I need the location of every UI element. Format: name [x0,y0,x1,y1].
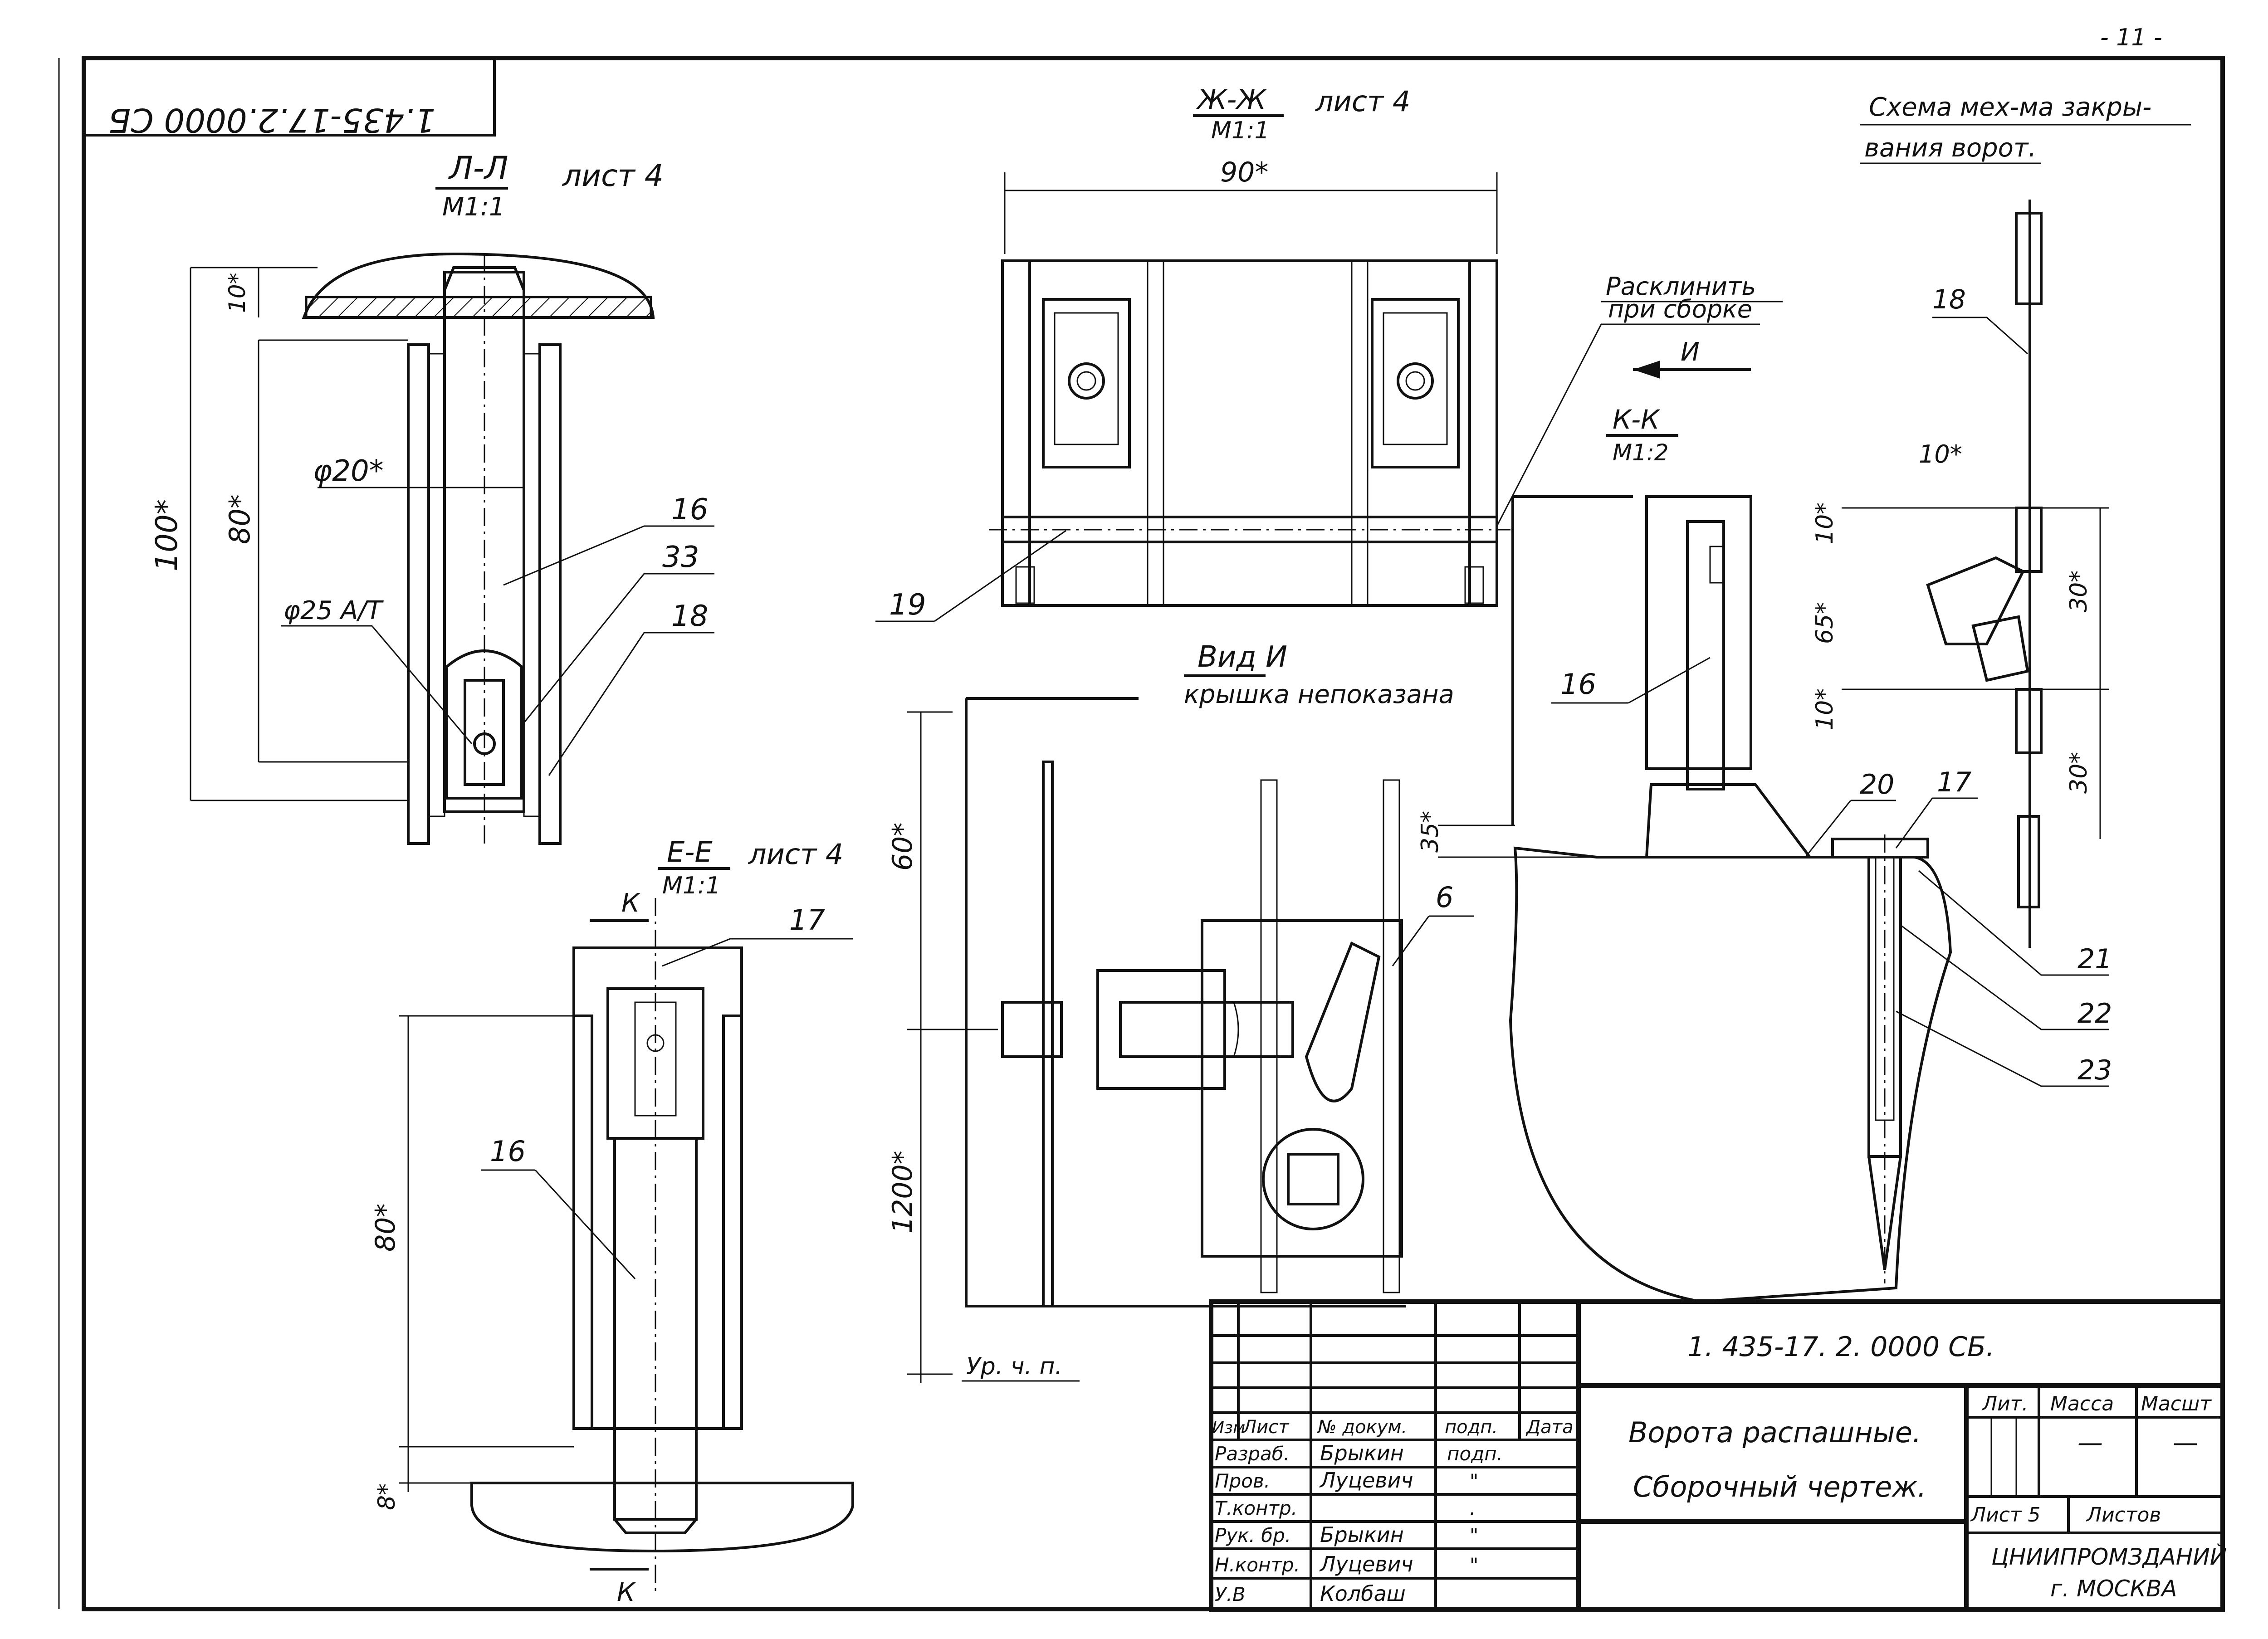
kk-callout-21: 21 [2077,943,2112,975]
tb-org-1: ЦНИИПРОМЗДАНИЙ [1991,1543,2227,1570]
section-ll-scale: М1:1 [442,192,505,222]
tb-row5-sign: " [1470,1554,1478,1576]
ee-mark-k-bottom: К [617,1578,636,1607]
tb-head-date: Дата [1525,1417,1574,1438]
tb-scale: Масшт [2141,1392,2212,1415]
tb-head-list: Лист [1242,1417,1290,1438]
view-i-callout-6: 6 [1436,881,1453,914]
tb-head-izm: Изм [1212,1419,1245,1437]
scheme-dim-10a: 10* [1919,440,1962,468]
tb-row6-name: Колбаш [1320,1581,1406,1606]
tb-row2-role: Пров. [1215,1470,1270,1492]
tb-scale-val: — [2173,1428,2198,1458]
kk-note-2: при сборке [1608,295,1752,323]
tb-org-2: г. МОСКВА [2050,1576,2177,1602]
sheet-frame [82,56,2225,1611]
kk-callout-20: 20 [1860,769,1894,800]
ee-callout-16: 16 [490,1135,526,1168]
zhzh-callout-19: 19 [889,588,926,622]
tb-doc-code: 1. 435-17. 2. 0000 СБ. [1687,1331,1994,1363]
tb-mass-val: — [2077,1428,2103,1458]
tb-head-doc: № докум. [1317,1417,1407,1438]
kk-note-1: Расклинить [1606,272,1756,301]
ee-dim-8: 8* [373,1483,401,1510]
tb-lit: Лит. [1981,1392,2028,1415]
tb-row5-role: Н.контр. [1215,1554,1300,1576]
ll-dim-phi20: φ20* [313,454,384,488]
tb-row1-sign: подп. [1447,1443,1503,1465]
section-kk-title: К-К [1613,404,1661,435]
view-i: Вид И крышка непоказана 60* 1200* 35* Ур… [887,640,1651,1383]
section-ll: Л-Л М1:1 лист 4 10* 100* 80* φ20* [149,150,714,848]
kk-callout-23: 23 [2077,1054,2112,1086]
ll-callout-18: 18 [671,600,708,633]
tb-row2-sign: " [1470,1470,1478,1492]
view-i-subtitle: крышка непоказана [1184,680,1454,709]
title-block: 1. 435-17. 2. 0000 СБ. Ворота распашные.… [1209,1299,2227,1612]
kk-callout-16: 16 [1560,668,1596,701]
scheme-dim-10b: 10* [1811,502,1838,544]
section-ee-scale: М1:1 [662,872,721,899]
section-ee-sheet: лист 4 [748,838,843,871]
scheme-title-2: вания ворот. [1864,133,2036,163]
tb-row3-sign: . [1470,1497,1476,1519]
tb-sheets: Листов [2086,1503,2161,1527]
ll-dim-80: 80* [223,494,256,544]
scheme-callout-18: 18 [1932,284,1966,315]
tb-name-2: Сборочный чертеж. [1633,1470,1926,1503]
page-number: - 11 - [2100,24,2162,51]
section-kk-drawing: 16 20 17 21 22 23 [1509,495,2112,1303]
tb-row2-name: Луцевич [1319,1468,1413,1493]
section-ll-title: Л-Л [448,150,508,187]
tb-row5-name: Луцевич [1319,1552,1413,1576]
zhzh-dim-90: 90* [1220,156,1268,188]
section-zhzh: Ж-Ж М1:1 лист 4 90* 19 [875,84,1510,622]
tb-name-1: Ворота распашные. [1628,1416,1921,1449]
section-kk-notes: Расклинить при сборке И К-К М1:2 [1496,272,1783,527]
scheme-dim-10c: 10* [1811,688,1838,730]
ee-dim-80: 80* [370,1204,401,1252]
mirrored-stamp-box [83,57,496,137]
view-i-title: Вид И [1198,640,1287,674]
tb-row4-role: Рук. бр. [1215,1524,1291,1546]
tb-row4-sign: " [1470,1524,1478,1546]
scheme-dim-30b: 30* [2065,752,2092,794]
section-zhzh-title: Ж-Ж [1196,84,1267,116]
ll-dim-100: 100* [149,499,184,571]
view-i-dim-60: 60* [887,823,919,871]
kk-callout-22: 22 [2077,998,2112,1029]
ee-mark-k-top: К [621,888,640,918]
kk-callout-17: 17 [1937,766,1971,798]
ee-callout-17: 17 [789,903,825,937]
scheme: Схема мех-ма закры- вания ворот. 10* 10*… [1811,93,2191,948]
ll-dim-10: 10* [224,273,250,313]
tb-sheet: Лист 5 [1970,1503,2040,1527]
section-kk-scale: М1:2 [1613,439,1669,466]
ll-callout-16: 16 [671,493,708,527]
ll-dim-phi25: φ25 A/T [284,596,384,625]
mirrored-stamp-text: 1.435-17.2.0000 СБ [108,101,435,139]
tb-head-sign: подп. [1445,1417,1498,1438]
tb-row3-role: Т.контр. [1215,1497,1297,1519]
scheme-dim-65: 65* [1811,602,1838,644]
ll-callout-33: 33 [662,541,699,574]
tb-row1-role: Разраб. [1215,1443,1290,1465]
view-i-dim-35: 35* [1417,811,1444,853]
kk-arrow-label: И [1681,337,1700,367]
tb-row6-role: У.В [1215,1583,1246,1605]
section-ee-title: Е-Е [667,835,713,868]
section-zhzh-sheet: лист 4 [1315,85,1410,118]
tb-row1-name: Брыкин [1320,1441,1404,1465]
scheme-title-1: Схема мех-ма закры- [1869,93,2151,122]
view-i-dim-1200: 1200* [887,1151,919,1234]
view-i-level: Ур. ч. п. [966,1353,1062,1380]
scheme-dim-30a: 30* [2065,571,2092,612]
section-ll-sheet: лист 4 [562,158,664,193]
tb-row4-name: Брыкин [1320,1522,1404,1547]
section-ee: Е-Е М1:1 лист 4 К К 80* 8* 17 16 [370,835,854,1607]
tb-mass: Масса [2050,1392,2114,1415]
section-zhzh-scale: М1:1 [1211,117,1270,144]
